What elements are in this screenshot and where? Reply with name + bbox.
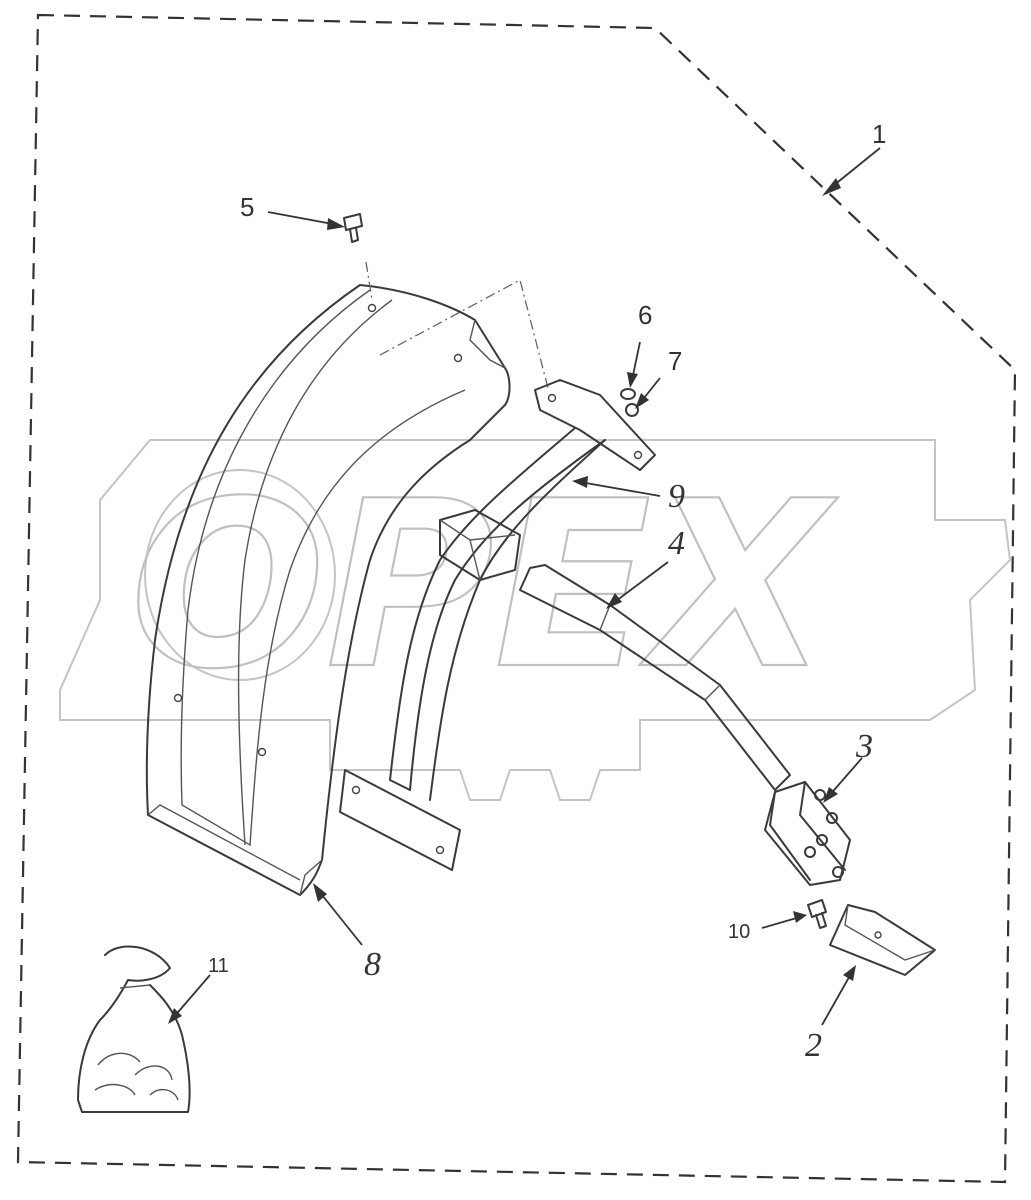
clamp-part-3 bbox=[764, 781, 851, 886]
bolt-part-5 bbox=[343, 213, 363, 243]
callout-8: 8 bbox=[364, 946, 381, 983]
callout-11: 11 bbox=[208, 955, 229, 977]
fender-part-8 bbox=[145, 284, 511, 896]
callout-4: 4 bbox=[668, 525, 685, 562]
watermark-text: OPEX bbox=[130, 453, 838, 720]
arm-part-4 bbox=[519, 564, 791, 791]
plate-part-2 bbox=[829, 904, 936, 976]
callout-7: 7 bbox=[668, 346, 682, 376]
centre-line-bolt-5 bbox=[365, 261, 549, 389]
bolt-part-10 bbox=[807, 899, 827, 929]
leader-arrows bbox=[168, 147, 881, 1026]
callout-6: 6 bbox=[638, 300, 652, 330]
callout-10: 10 bbox=[728, 921, 750, 943]
bracket-part-9 bbox=[339, 379, 656, 871]
nut-part-6 bbox=[620, 388, 636, 400]
kit-boundary bbox=[16, 13, 1017, 1184]
callout-5: 5 bbox=[240, 192, 254, 222]
washer-part-7 bbox=[625, 403, 639, 417]
watermark: OPEX bbox=[59, 439, 1012, 801]
callout-2: 2 bbox=[805, 1027, 822, 1064]
callout-9: 9 bbox=[668, 478, 685, 515]
hardware-bag-part-11 bbox=[77, 945, 191, 1113]
callout-3: 3 bbox=[855, 728, 873, 765]
callout-1: 1 bbox=[872, 119, 886, 149]
